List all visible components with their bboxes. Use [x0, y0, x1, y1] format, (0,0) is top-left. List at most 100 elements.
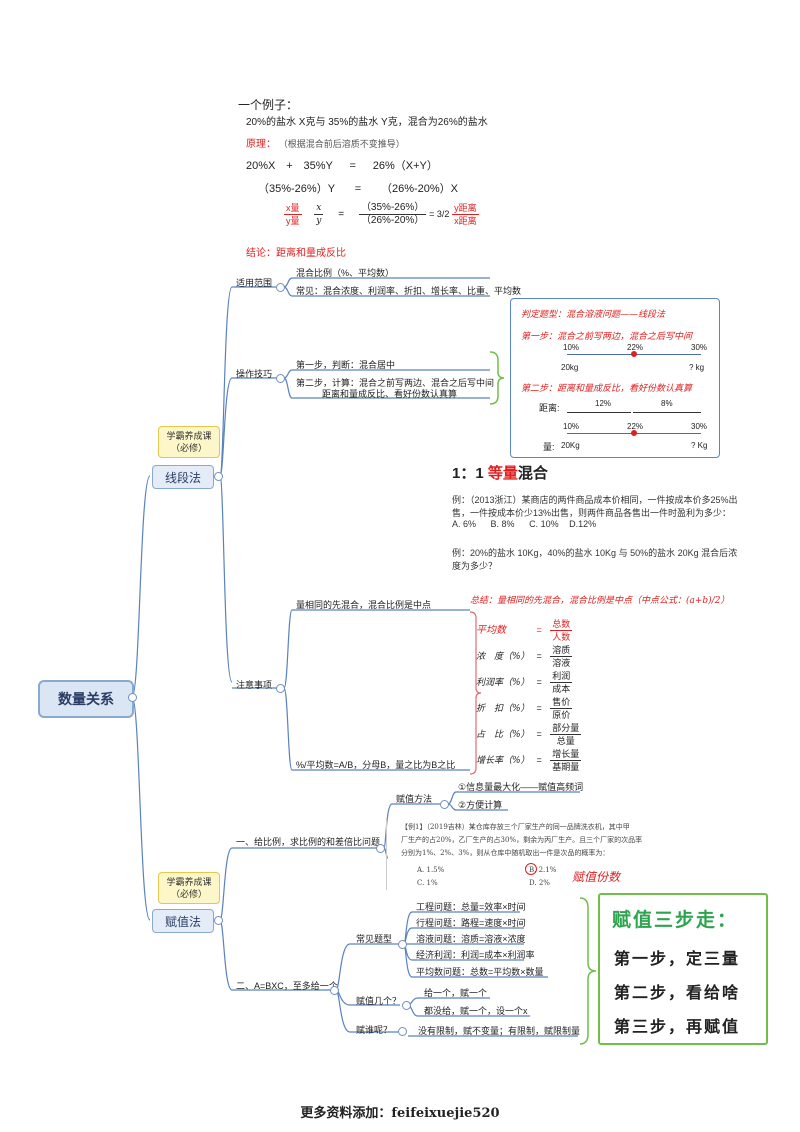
assign-hand-note: 赋值份数 — [572, 870, 621, 884]
example-line-c: 分别为1%、2%、3%，则从仓库中随机取出一件是次品的概率为： — [401, 849, 610, 857]
line-method-example-box: 判定题型：混合溶液问题——线段法 第一步：混合之前写两边，混合之后写中间 10%… — [510, 298, 720, 458]
skill-step-2b: 距离和量成反比、看好份数认真算 — [322, 389, 458, 399]
formula-row: 折 扣（%） = 售价原价 — [476, 697, 573, 720]
three-step-3: 第三步，再赋值 — [614, 1017, 741, 1036]
three-step-title: 赋值三步走： — [612, 909, 739, 931]
formula-row: 增长率（%） = 增长量基期量 — [476, 749, 582, 772]
course-callout-assign: 学霸养成课 （必修） — [158, 872, 220, 904]
eq1-equals: = — [349, 160, 356, 172]
common-toggle[interactable] — [398, 940, 407, 949]
distance-right: 8% — [661, 399, 673, 408]
common-item-4: 经济利润：利润=成本×利润率 — [416, 950, 535, 960]
assign-branch-1-toggle[interactable] — [376, 844, 385, 853]
scope-toggle[interactable] — [276, 283, 285, 292]
skill-toggle[interactable] — [276, 374, 285, 383]
root-label: 数量关系 — [58, 691, 114, 707]
common-item-5: 平均数问题：总数=平均数×数量 — [416, 967, 544, 977]
common-item-2: 行程问题：路程=速度×时间 — [416, 918, 526, 928]
equal-mix-q2-b: 度为多少？ — [452, 561, 498, 571]
equal-mix-q1-options: A. 6% B. 8% C. 10% D.12% — [452, 519, 597, 529]
howmany-item-2: 都没给，赋一个，设一个x — [424, 1006, 528, 1016]
example-line-b: 厂生产的占20%，乙厂生产的占30%，剩余为丙厂生产。且三个厂家的次品率 — [401, 836, 643, 844]
equation-2: （35%-26%）Y = （26%-20%）X — [258, 180, 458, 196]
equal-mix-title: 1：1 等量混合 — [452, 465, 548, 482]
line2-mid: 22% — [627, 422, 644, 431]
equal-mix-q1-b: 售，一件按成本价少13%出售，则两件商品各售出一件时盈利为多少： — [452, 508, 732, 518]
conclusion: 结论：距离和量成反比 — [246, 248, 346, 259]
scope-item-1: 混合比例（%、平均数） — [296, 268, 395, 278]
eq3-ratio-percent: （35%-26%）（26%-20%） — [358, 202, 427, 226]
howmany-toggle[interactable] — [402, 1001, 411, 1010]
line2-qty-left: 20Kg — [561, 441, 580, 450]
assign-method-toggle[interactable] — [214, 916, 223, 925]
line-method-toggle[interactable] — [214, 472, 223, 481]
howmany-item-1: 给一个，赋一个 — [424, 988, 488, 998]
example-option-c: C. 1% — [417, 879, 438, 887]
assign-branch-2: 二、A=BXC，至多给一个 — [236, 981, 338, 991]
scope-label: 适用范围 — [236, 278, 273, 288]
line2-left: 10% — [563, 422, 580, 431]
example-option-d: D. 2% — [529, 879, 550, 887]
principle-note: （根据混合前后溶质不变推导） — [278, 139, 405, 149]
who-item: 没有限制，赋不变量；有限制，赋限制量 — [418, 1026, 581, 1036]
line2-right: 30% — [691, 422, 708, 431]
footer-text: 更多资料添加：feifeixuejie520 — [300, 1106, 500, 1121]
root-collapse-toggle[interactable] — [128, 693, 137, 702]
method-label: 赋值方法 — [396, 794, 433, 804]
formula-row: 平均数 = 总数人数 — [476, 619, 573, 642]
common-item-3: 溶液问题：溶质=溶液×浓度 — [416, 934, 526, 944]
method-1: ①信息量最大化——赋值高频词 — [458, 782, 584, 792]
line2-qty-right: ? Kg — [691, 441, 708, 450]
formula-row: 浓 度（%） = 溶质溶液 — [476, 645, 573, 668]
formula-row: 利润率（%） = 利润成本 — [476, 671, 573, 694]
assign-branch-1: 一、给比例，求比例的和差倍比问题 — [236, 837, 381, 847]
howmany-label: 赋值几个？ — [356, 996, 402, 1006]
assign-branch-2-toggle[interactable] — [330, 986, 339, 995]
equation-1: 20%X + 35%Y = 26%（X+Y） — [246, 157, 438, 173]
method-2: ②方便计算 — [458, 800, 503, 810]
hand-step1: 第一步：混合之前写两边，混合之后写中间 — [521, 332, 693, 342]
hand-step2: 第二步：距离和量成反比，看好份数认真算 — [521, 384, 693, 394]
method-toggle[interactable] — [440, 800, 449, 809]
assign-example: 【例1】（2019吉林）某仓库存放三个厂家生产的同一品牌洗衣机，其中甲 厂生产的… — [386, 818, 642, 890]
three-step-2: 第二步，看给啥 — [614, 983, 741, 1002]
eq3-value: = 3/2 — [429, 209, 450, 220]
note-1: 量相同的先混合，混合比例是中点 — [296, 600, 432, 610]
skill-label: 操作技巧 — [236, 369, 273, 379]
line1-mid: 22% — [627, 343, 644, 352]
three-step-box: 赋值三步走： 第一步，定三量 第二步，看给啥 第三步，再赋值 — [598, 893, 768, 1045]
example-line: 20%的盐水 X克与 35%的盐水 Y克，混合为26%的盐水 — [246, 117, 488, 128]
distance-label: 距离: — [539, 403, 560, 413]
eq1-right: 26%（X+Y） — [372, 160, 438, 172]
notes-toggle[interactable] — [276, 684, 285, 693]
example-heading: 一个例子： — [238, 98, 299, 112]
line1-right: 30% — [691, 343, 708, 352]
judge-text: 判定题型：混合溶液问题——线段法 — [521, 310, 666, 320]
eq3-equals: = — [338, 209, 345, 221]
example-line-a: 【例1】（2019吉林）某仓库存放三个厂家生产的同一品牌洗衣机，其中甲 — [401, 823, 630, 831]
skill-step-1: 第一步，判断：混合居中 — [296, 360, 396, 370]
line1-qty-left: 20kg — [561, 363, 579, 372]
note-2: %/平均数=A/B，分母B，量之比为B之比 — [296, 760, 456, 770]
eq2-equals: = — [354, 183, 362, 195]
principle-row: 原理： （根据混合前后溶质不变推导） — [246, 135, 405, 150]
equal-mix-q2-a: 例：20%的盐水 10Kg，40%的盐水 10Kg 与 50%的盐水 20Kg … — [452, 548, 738, 558]
who-toggle[interactable] — [398, 1027, 407, 1036]
line1-qty-right: ? kg — [689, 363, 705, 372]
eq2-left: （35%-26%）Y — [258, 183, 335, 195]
example-option-b: B. 2.1% — [529, 866, 557, 874]
eq2-right: （26%-20%）X — [380, 183, 459, 195]
course-callout-line: 学霸养成课 （必修） — [158, 426, 220, 458]
skill-step-2a: 第二步，计算：混合之前写两边、混合之后写中间 — [296, 378, 495, 388]
assign-method-node[interactable]: 赋值法 — [152, 909, 214, 933]
summary-note: 总结：量相同的先混合，混合比例是中点（中点公式：(a+b)/2） — [470, 596, 730, 606]
qty-label: 量: — [543, 442, 555, 452]
line-method-node[interactable]: 线段法 — [152, 465, 214, 489]
root-node[interactable]: 数量关系 — [38, 680, 134, 718]
answer-circle — [525, 863, 537, 875]
line1-left: 10% — [563, 343, 580, 352]
